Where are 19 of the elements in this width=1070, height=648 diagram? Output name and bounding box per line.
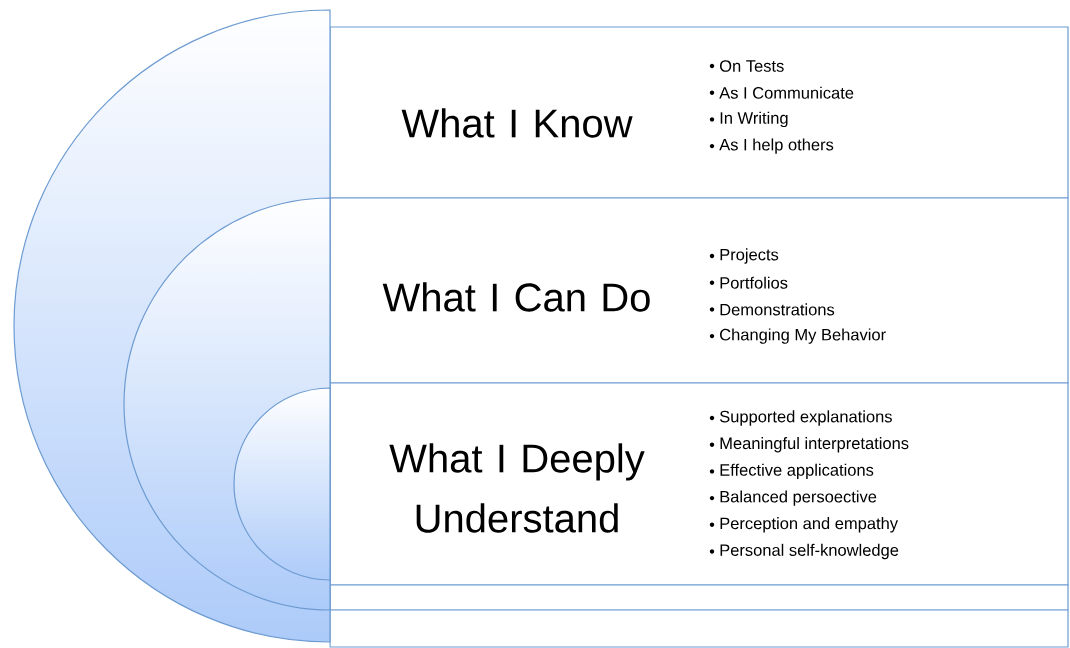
bullet-item: Personal self-knowledge: [709, 543, 899, 560]
heading-text: What I Can Do: [382, 282, 650, 312]
bullet-item: Changing My Behavior: [709, 328, 886, 344]
heading-text: What I Deeply Understand: [389, 443, 645, 533]
bullet-item: Effective applications: [709, 463, 874, 480]
bullet-item: As I help others: [709, 138, 834, 154]
bullet-item: On Tests: [709, 60, 784, 72]
bullet-item: Demonstrations: [709, 303, 835, 316]
bullet-item: Supported explanations: [709, 410, 892, 426]
bullet-item: Projects: [709, 248, 779, 264]
bullet-item: Meaningful interpretations: [709, 437, 909, 453]
bullet-item: Portfolios: [709, 276, 788, 289]
bullet-item: Perception and empathy: [709, 517, 898, 533]
bullet-item: As I Communicate: [709, 86, 854, 99]
row-box: [329, 584, 1069, 611]
bullet-item: Balanced persoective: [709, 490, 877, 506]
bullet-item: In Writing: [709, 111, 788, 128]
heading-text: What I Know: [401, 108, 633, 138]
row-box: [329, 609, 1069, 648]
